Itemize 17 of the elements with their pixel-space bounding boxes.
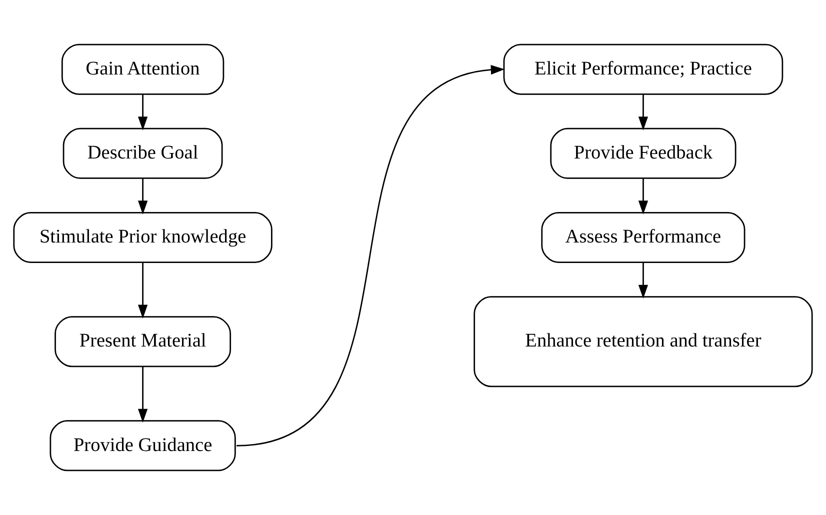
node-box: Provide Guidance — [50, 420, 236, 472]
arrow — [138, 366, 148, 423]
node-box: Gain Attention — [61, 44, 224, 95]
arrow — [138, 94, 148, 130]
node-box: Stimulate Prior knowledge — [13, 212, 272, 264]
arrow — [236, 64, 505, 446]
node-box: Provide Feedback — [550, 128, 736, 179]
arrow — [638, 262, 648, 299]
node-box: Present Material — [54, 316, 232, 368]
node-box: Enhance retention and transfer — [474, 296, 813, 388]
arrow — [138, 178, 148, 214]
node-box: Elicit Performance; Practice — [503, 44, 784, 95]
arrow — [638, 94, 648, 130]
arrow — [138, 262, 148, 319]
arrow — [638, 178, 648, 214]
node-box: Assess Performance — [541, 212, 746, 264]
node-box: Describe Goal — [62, 128, 223, 179]
